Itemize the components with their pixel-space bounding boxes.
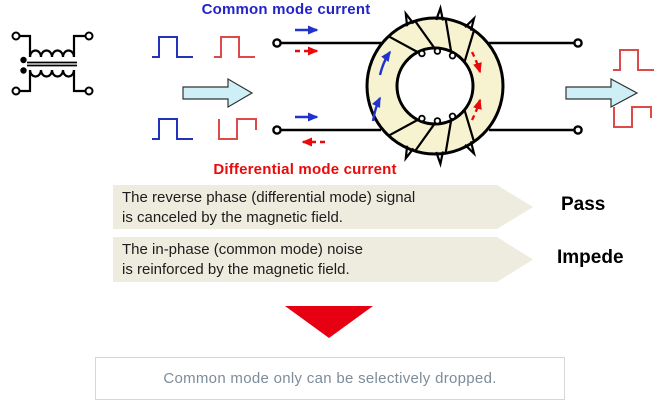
common-mode-current-label: Common mode current [201,1,371,18]
result-pass-label: Pass [561,194,606,215]
differential-mode-current-label: Differential mode current [213,161,397,178]
output-waveform-red-bottom-icon [613,106,652,128]
banner-line: The reverse phase (differential mode) si… [122,189,416,206]
input-waveform-blue-bottom-icon [152,118,193,140]
common-mode-choke-schematic-icon [11,31,94,96]
banner-line: The in-phase (common mode) noise [122,241,363,258]
diagram-canvas [11,4,654,168]
banner-line: is reinforced by the magnetic field. [122,261,350,278]
line-wires [281,41,574,132]
result-impede-label: Impede [557,247,624,268]
output-waveform-red-top-icon [613,49,654,71]
flow-arrow-left-icon [182,77,254,109]
input-waveform-red-bottom-icon [218,118,257,140]
down-triangle-icon [285,306,373,338]
wire-terminals [272,38,583,135]
banner-differential-pass: The reverse phase (differential mode) si… [113,185,533,229]
flux-arrow-red-icons [470,51,482,121]
input-waveform-blue-top-icon [152,36,193,58]
flow-arrow-right-icon [565,77,639,109]
current-arrows [295,25,325,147]
conclusion-text: Common mode only can be selectively drop… [163,370,497,387]
conclusion-note-box: Common mode only can be selectively drop… [95,357,565,400]
banner-line: is canceled by the magnetic field. [122,209,343,226]
toroid-core-icon [365,4,505,168]
input-waveform-red-top-icon [214,36,255,58]
toroid-windings [388,4,477,168]
flux-arrow-blue-icons [371,50,391,122]
banner-common-impede: The in-phase (common mode) noise is rein… [113,237,533,282]
